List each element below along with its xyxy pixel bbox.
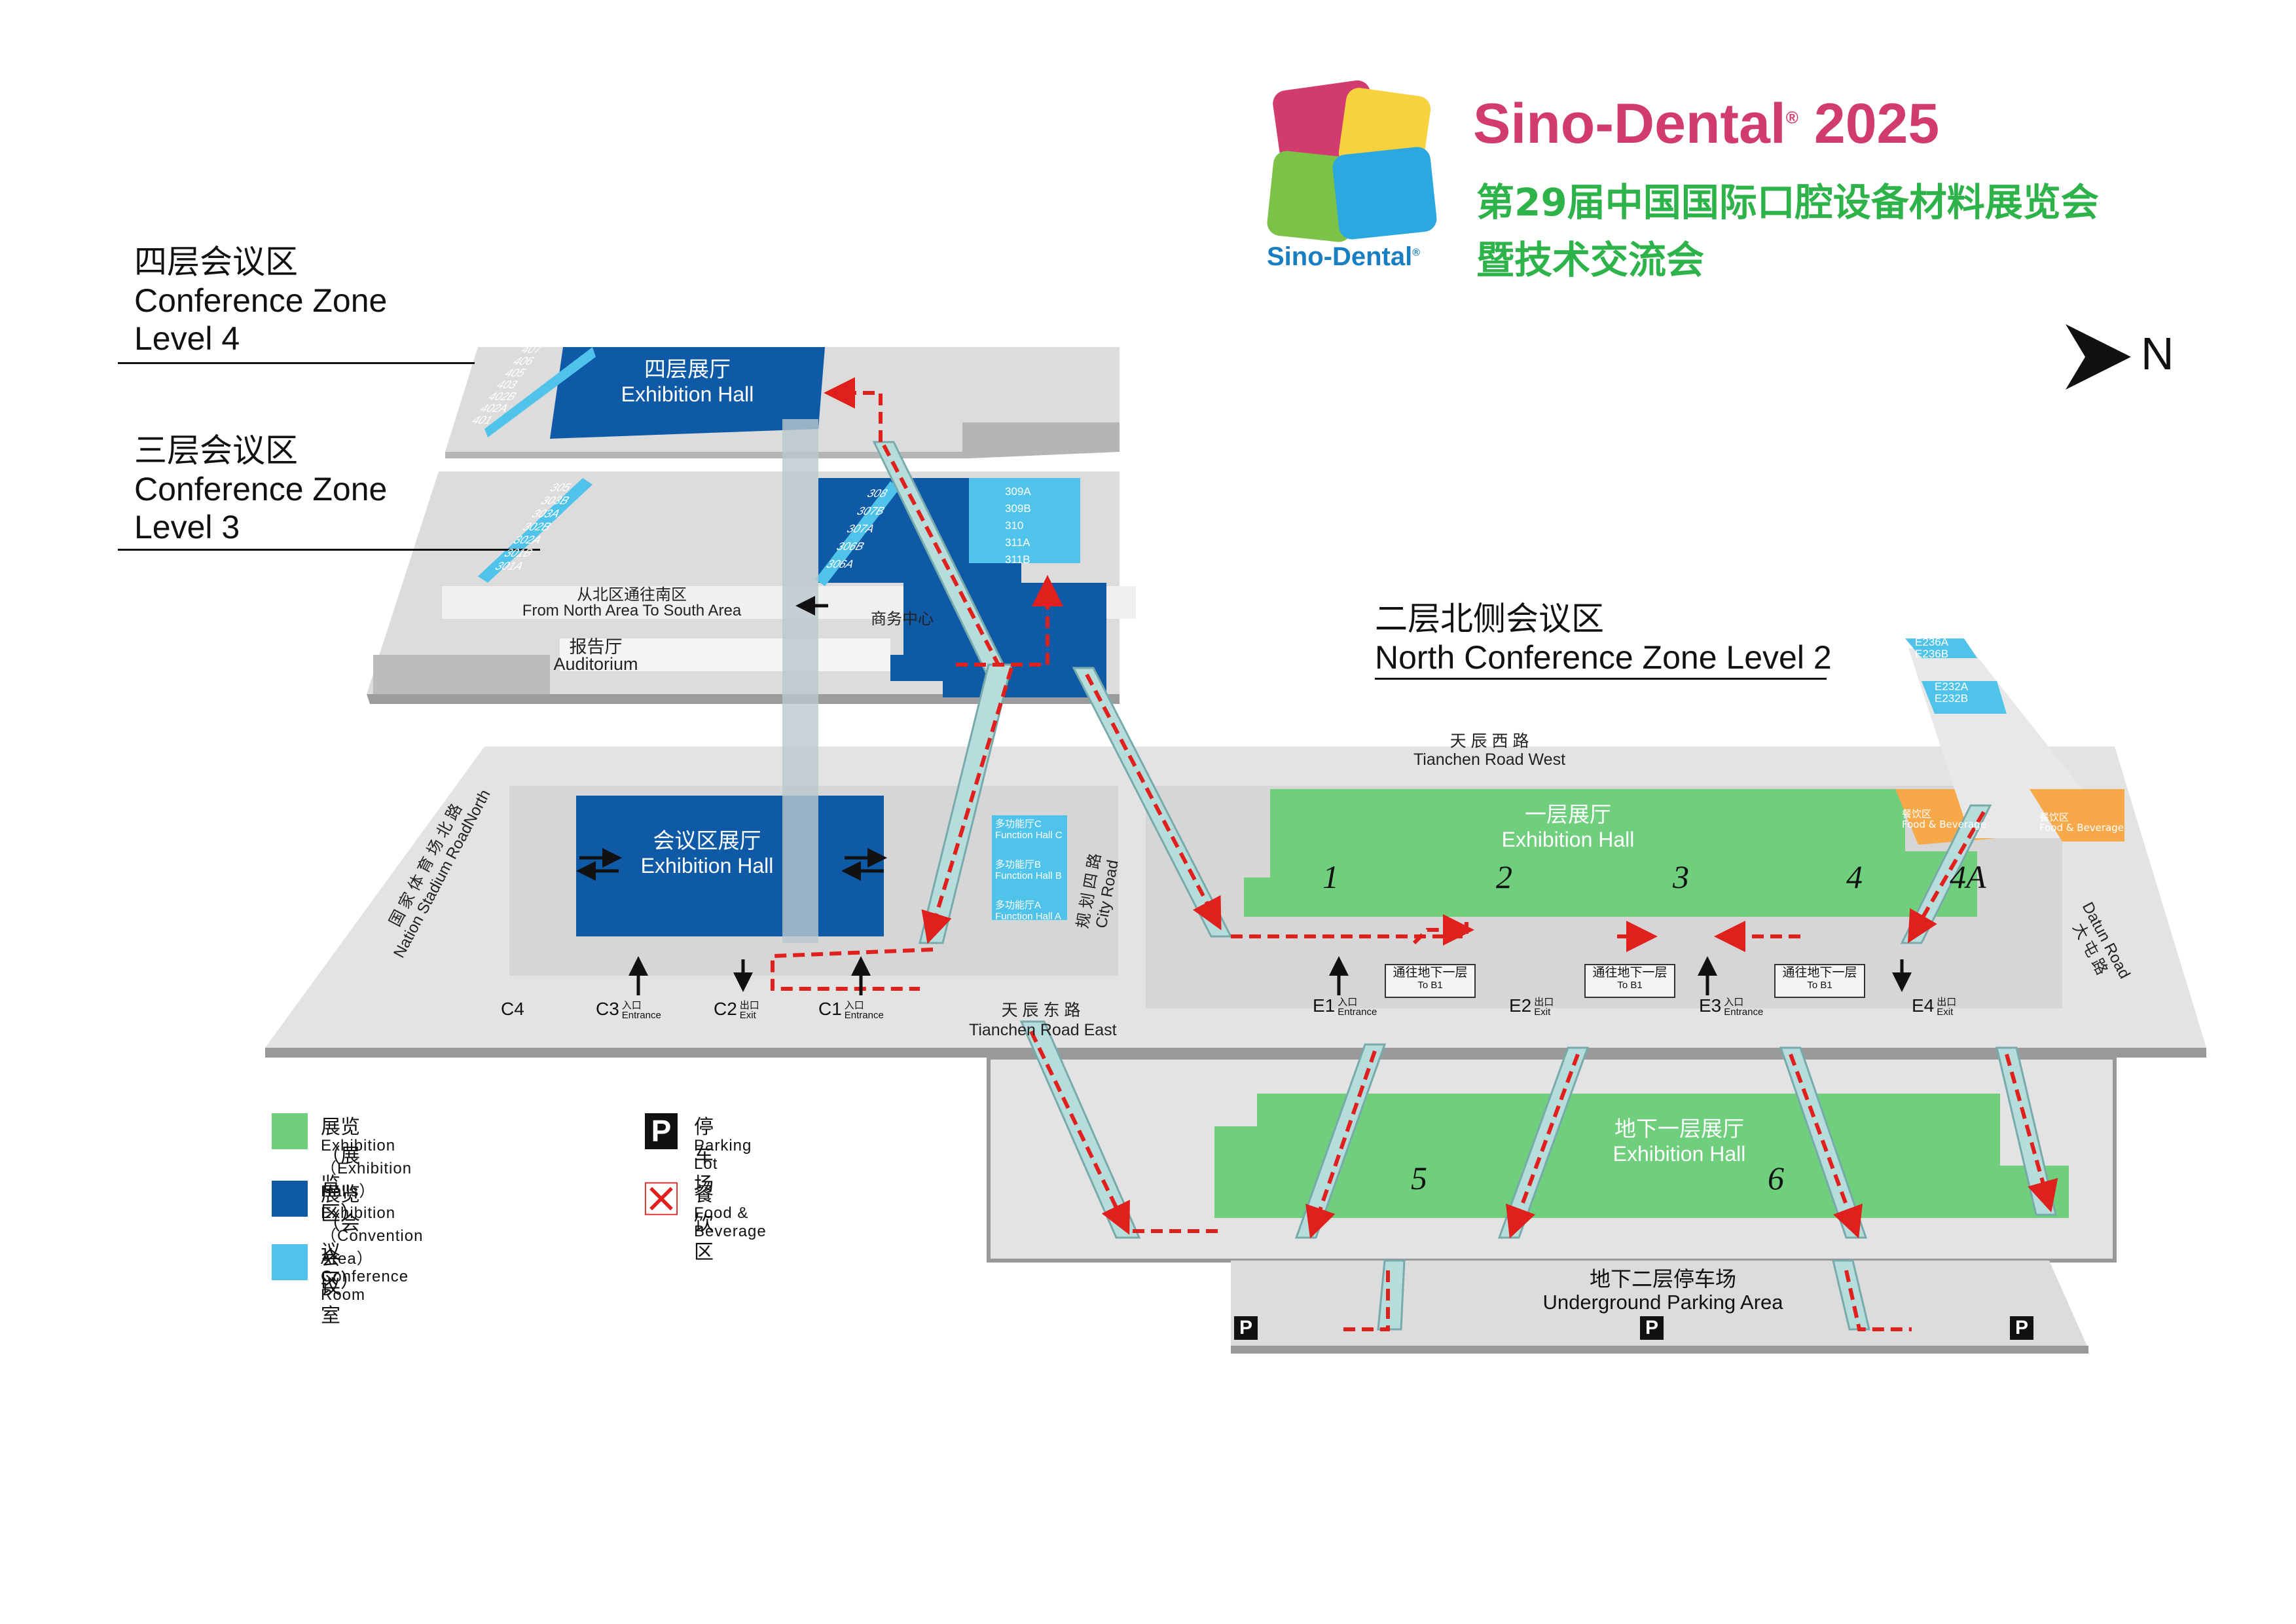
level-4-floor [445, 347, 1120, 458]
room: 309A [1005, 485, 1031, 498]
level-4-rooms-block [484, 347, 596, 437]
business-center-label: 商务中心 [871, 610, 934, 628]
level-4-exhibition-hall [550, 347, 825, 439]
parking-icon: P [645, 1113, 678, 1149]
hall-number-6: 6 [1768, 1160, 1784, 1196]
function-hall-b-en: Function Hall B [995, 870, 1062, 881]
parking-icon: P [1234, 1316, 1258, 1340]
function-halls: 多功能厅C Function Hall C 多功能厅B Function Hal… [995, 819, 1063, 922]
room: E232A [1935, 680, 1969, 693]
hall-b2-parking: 地下二层停车场 Underground Parking Area [1542, 1266, 1783, 1314]
zone-level-4-label: 四层会议区 Conference Zone Level 4 [134, 243, 388, 357]
zone-north-l2-label: 二层北侧会议区 North Conference Zone Level 2 [1375, 600, 1832, 676]
level-3-blue-hall [890, 583, 1106, 697]
level-3-rooms-mid [815, 481, 900, 586]
rooms-level-3-right: 309A 309B 310 311A 311B [1005, 483, 1031, 568]
north-label: N [2141, 328, 2174, 379]
hall-number-5: 5 [1411, 1160, 1427, 1196]
north-compass [2066, 324, 2131, 390]
hall-number-3: 3 [1673, 858, 1689, 895]
function-hall-b: 多功能厅B [995, 859, 1042, 870]
event-title: Sino-Dental® 2025 [1473, 92, 1940, 155]
rooms-north: E236A E236B [1915, 637, 1948, 660]
level-3-rooms-right [969, 478, 1080, 563]
room: 311B [1005, 553, 1030, 566]
gate-c4: C4 [501, 999, 524, 1019]
parking-icon: P [1640, 1316, 1664, 1340]
hall-number-2: 2 [1496, 858, 1512, 895]
legend-swatch [272, 1244, 308, 1280]
room: E236A [1915, 636, 1949, 648]
function-hall-a: 多功能厅A [995, 900, 1042, 911]
zone-level-3-label: 三层会议区 Conference Zone Level 3 [134, 432, 388, 545]
parking-icon: P [2010, 1316, 2033, 1340]
zone-north-l2-leader [1375, 678, 1827, 680]
zone-level-3-leader [118, 549, 540, 551]
flow-arrows [576, 596, 1912, 995]
room: 309B [1005, 502, 1031, 515]
legend-swatch [272, 1181, 308, 1217]
function-hall-a-en: Function Hall A [995, 911, 1061, 922]
logo-caption: Sino-Dental® [1267, 242, 1421, 271]
b1-exhibition-hall [1214, 1094, 2069, 1218]
room: 311A [1005, 536, 1030, 549]
logo-mark [1267, 80, 1437, 242]
b2-floor [1231, 1261, 2088, 1354]
level-3-rooms-left [478, 478, 592, 583]
rooms-north-2: E232A E232B [1935, 681, 1968, 705]
room: E232B [1935, 692, 1969, 705]
function-hall-c: 多功能厅C [995, 819, 1042, 830]
food-icon [645, 1182, 678, 1215]
room: E236B [1915, 648, 1949, 660]
zone-level-4-leader [118, 362, 475, 364]
room: 310 [1005, 519, 1024, 532]
event-subtitle-1: 第29届中国国际口腔设备材料展览会 [1476, 180, 2099, 225]
hall-number-1: 1 [1322, 858, 1339, 895]
legend-swatch [272, 1113, 308, 1149]
hall-number-4: 4 [1846, 858, 1863, 895]
route-lines [771, 377, 2058, 1331]
glass-shaft [782, 419, 818, 943]
level-1-exhibition-hall [1244, 789, 1977, 917]
food-area-2 [2030, 789, 2124, 841]
function-hall-c-en: Function Hall C [995, 830, 1063, 841]
function-halls-block [992, 815, 1067, 920]
hall-number-4a: 4A [1950, 858, 1986, 895]
event-subtitle-2: 暨技术交流会 [1476, 238, 1705, 282]
